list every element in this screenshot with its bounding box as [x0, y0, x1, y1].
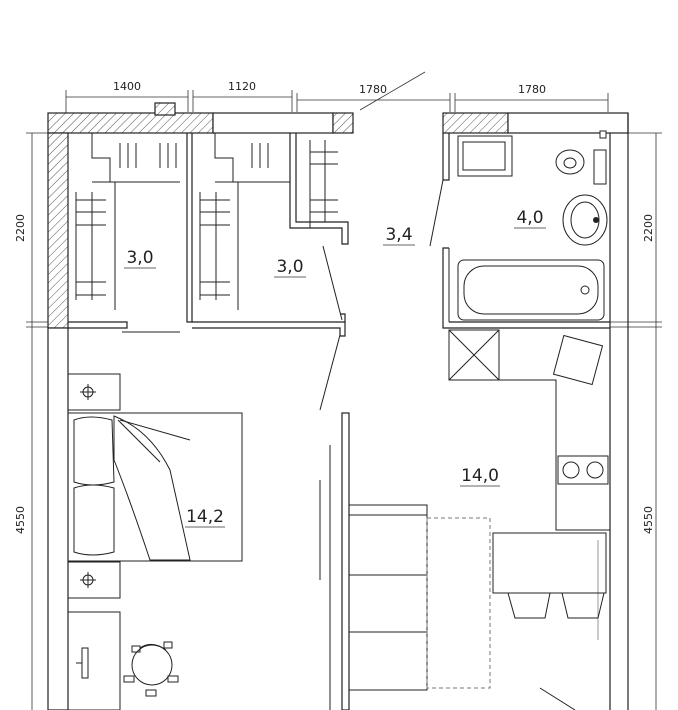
- kitchen-counter: [448, 329, 610, 531]
- dimension-left-2: 4550: [14, 506, 27, 534]
- area-wardrobe-1: 3,0: [126, 248, 153, 268]
- dimension-top-3: 1780: [359, 83, 387, 96]
- wardrobe-2-shelving: [199, 133, 338, 310]
- bed-icon: [67, 412, 243, 562]
- dimension-top-4: 1780: [518, 83, 546, 96]
- dimension-left-1: 2200: [14, 214, 27, 242]
- office-chair-icon: [123, 641, 179, 697]
- washing-machine-icon: [457, 135, 513, 177]
- dimension-right-2: 4550: [642, 506, 655, 534]
- dining-table: [492, 532, 607, 640]
- bathtub-icon: [457, 259, 605, 321]
- area-kitchen-living: 14,0: [461, 466, 499, 486]
- nightstand-top: [67, 373, 121, 411]
- sofa-icon: [348, 504, 491, 691]
- top-dimension-lines: [65, 71, 609, 130]
- area-bedroom: 14,2: [186, 507, 224, 527]
- area-bathroom: 4,0: [516, 208, 543, 228]
- nightstand-bottom: [67, 561, 121, 599]
- desk-icon: [67, 611, 121, 710]
- kitchen-sink-icon: [552, 334, 604, 386]
- area-wardrobe-2: 3,0: [276, 257, 303, 277]
- toilet-icon: [555, 149, 607, 185]
- area-hallway: 3,4: [385, 225, 412, 245]
- sink-icon: [562, 194, 608, 246]
- dimension-top-1: 1400: [113, 80, 141, 93]
- chair-icon: [507, 592, 605, 619]
- walls: [47, 102, 629, 710]
- wardrobe-1-shelving: [75, 133, 180, 310]
- stove-icon: [557, 455, 609, 485]
- dimension-top-2: 1120: [228, 80, 256, 93]
- dimension-right-1: 2200: [642, 214, 655, 242]
